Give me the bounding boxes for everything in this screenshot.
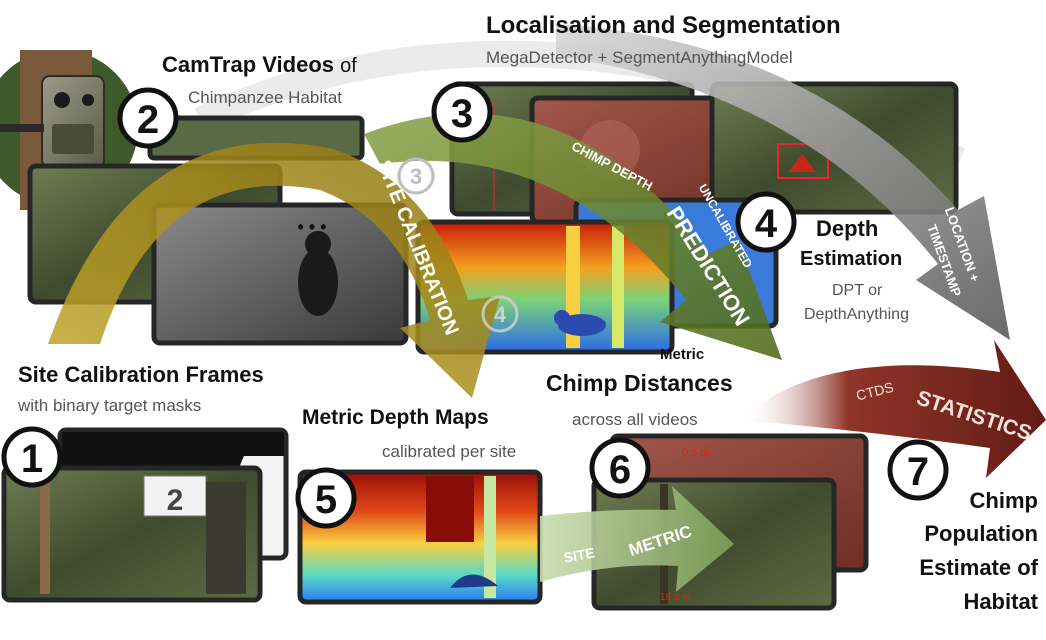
step-7-title-line1: Chimp: [969, 488, 1038, 513]
arrow-location-timestamp: [556, 24, 1010, 340]
video-frame-night-chimp: • • •: [151, 202, 409, 346]
arrow-site-calibration: [48, 142, 500, 398]
step-2-title: CamTrap Videos of: [162, 52, 357, 78]
step-3-title: Localisation and Segmentation: [486, 12, 841, 39]
svg-text:3: 3: [410, 164, 422, 189]
calibration-frame-front: 2: [1, 465, 263, 603]
step-7-title-line2: Population: [924, 521, 1038, 546]
distance-label-near: 0.5 m: [682, 447, 710, 459]
svg-text:4: 4: [494, 302, 507, 327]
step-1-subtitle: with binary target masks: [18, 396, 202, 415]
step-badge-6: 6: [589, 437, 651, 499]
svg-text:3: 3: [451, 92, 473, 136]
calibration-board-number: 2: [167, 484, 184, 517]
step-4-title-line2: Estimation: [800, 248, 903, 270]
step-7-title-line4: Habitat: [963, 589, 1038, 614]
ghost-marker-3: 3: [397, 157, 435, 195]
step-4-subtitle-line1: DPT or: [832, 282, 883, 299]
step-badge-7: 7: [887, 439, 949, 501]
svg-text:2: 2: [137, 98, 159, 142]
step-badge-5: 5: [295, 467, 357, 529]
metric-depth-map-frame: [297, 469, 543, 605]
step-6-subtitle: across all videos: [572, 410, 698, 429]
step-6-title-small: Metric: [660, 346, 705, 363]
ellipsis-text: • • •: [298, 217, 327, 237]
step-2-subtitle: Chimpanzee Habitat: [188, 88, 343, 107]
svg-text:5: 5: [315, 478, 337, 522]
arrow-label-site: SITE: [562, 544, 595, 565]
step-5-title: Metric Depth Maps: [302, 406, 489, 429]
step-4-subtitle-line2: DepthAnything: [804, 306, 909, 323]
step-2-title-rest: of: [340, 55, 357, 77]
step-3-subtitle: MegaDetector + SegmentAnythingModel: [486, 48, 793, 67]
step-5-subtitle: calibrated per site: [382, 442, 517, 461]
ghost-marker-4: 4: [481, 295, 519, 333]
step-badge-3: 3: [431, 81, 493, 143]
step-6-title: Chimp Distances: [546, 370, 733, 396]
svg-text:4: 4: [755, 202, 778, 246]
step-1-title: Site Calibration Frames: [18, 362, 264, 387]
step-badge-1: 1: [1, 426, 63, 488]
step-4-title: Depth: [816, 216, 879, 241]
step-7-title-line3: Estimate of: [919, 555, 1038, 580]
svg-text:7: 7: [907, 450, 929, 494]
step-badge-2: 2: [117, 87, 179, 149]
step-2-title-bold: CamTrap Videos: [162, 52, 334, 77]
arrow-ctds-statistics: [740, 340, 1046, 478]
arrow-chimp-depth-prediction: [364, 113, 782, 360]
arrow-site-metric: [540, 486, 734, 592]
svg-text:6: 6: [609, 448, 631, 492]
svg-text:1: 1: [21, 437, 43, 481]
distance-label-far: 18.5 m: [660, 592, 691, 603]
step-badge-4: 4: [735, 191, 797, 253]
